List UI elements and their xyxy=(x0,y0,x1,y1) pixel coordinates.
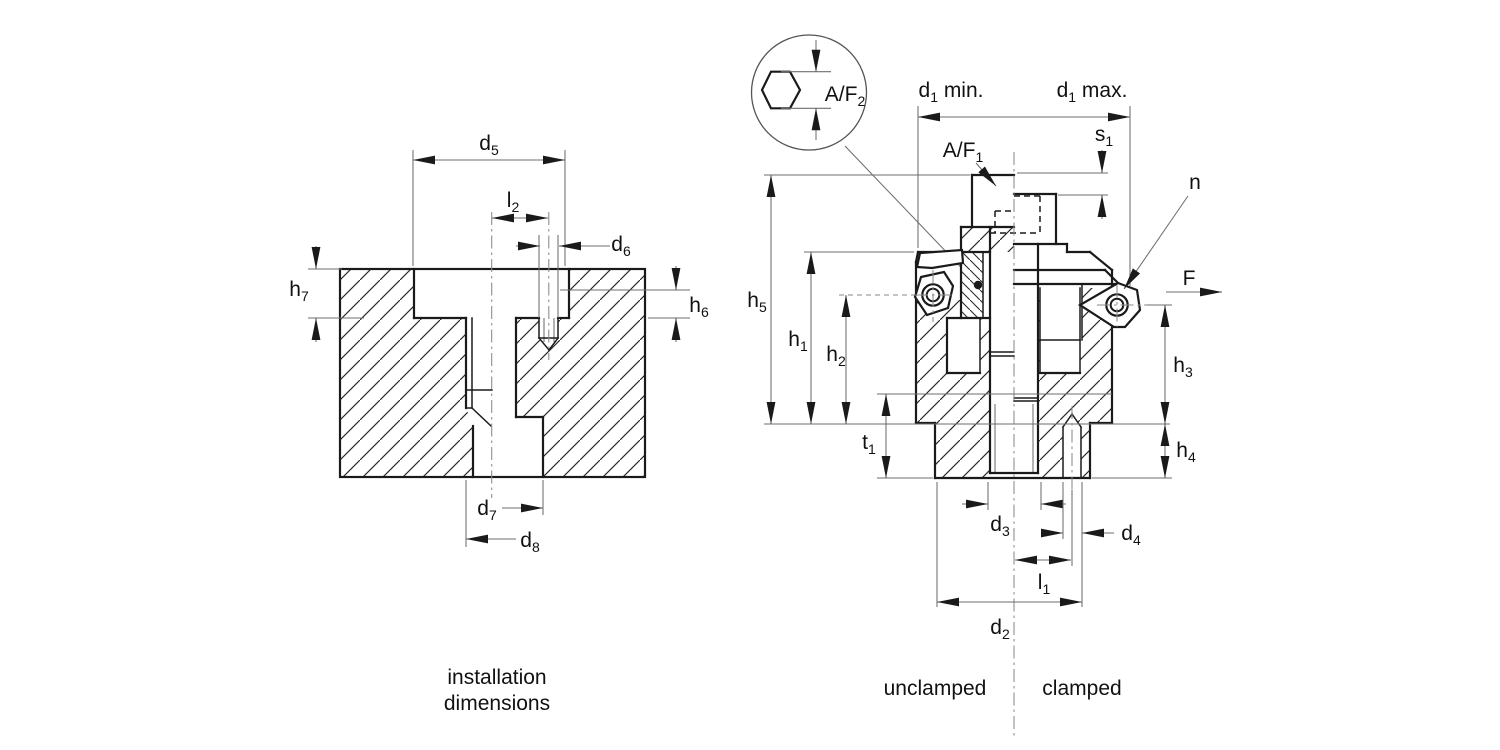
state-label-clamped: clamped xyxy=(1042,677,1121,700)
pocket-unclamped xyxy=(947,318,980,373)
dim-label-l1: l1 xyxy=(1038,571,1051,597)
dim-label-af1: A/F1 xyxy=(943,139,984,165)
dim-label-d1min: d1 min. xyxy=(919,79,984,105)
dim-label-d2: d2 xyxy=(990,616,1010,642)
detail-circle-af2: A/F2 xyxy=(750,34,976,283)
figure-installation-dimensions: d5 l2 d6 h7 h6 d7 xyxy=(289,132,709,715)
dim-label-h7: h7 xyxy=(289,278,309,304)
dim-label-d3: d3 xyxy=(990,513,1010,539)
caption-installation-line2: dimensions xyxy=(444,692,550,715)
clamp-lobe-clamped xyxy=(1077,281,1147,329)
detail-circle-outline xyxy=(750,34,868,151)
dim-label-t1: t1 xyxy=(862,431,876,457)
dimensions-right-figure: d1 min. d1 max. s1 A/F1 h5 h1 h2 xyxy=(747,79,1222,642)
dim-label-s1: s1 xyxy=(1095,123,1114,149)
collar-hatch xyxy=(961,227,1014,252)
dim-label-h4: h4 xyxy=(1176,439,1196,465)
hex-sleeve-hatch xyxy=(961,252,983,318)
dim-label-d4: d4 xyxy=(1121,522,1141,548)
dim-label-h3: h3 xyxy=(1173,354,1193,380)
dim-label-F: F xyxy=(1183,267,1196,290)
pocket-clamped xyxy=(1040,340,1080,373)
clamp-lobe-unclamped xyxy=(913,248,965,322)
dim-label-l2: l2 xyxy=(507,189,520,215)
state-label-unclamped: unclamped xyxy=(884,677,987,700)
dimensions-left-figure: d5 l2 d6 h7 h6 d7 xyxy=(289,132,709,555)
caption-installation-line1: installation xyxy=(447,666,546,689)
hexagon-across-flats xyxy=(760,70,802,110)
dim-label-d1max: d1 max. xyxy=(1057,79,1128,105)
dim-label-d5: d5 xyxy=(479,132,499,158)
block-outlines xyxy=(338,267,647,479)
dim-label-d8: d8 xyxy=(520,529,540,555)
figure-clamping-element: d1 min. d1 max. s1 A/F1 h5 h1 h2 xyxy=(747,79,1222,736)
dim-label-h6: h6 xyxy=(689,294,709,320)
center-bore xyxy=(466,318,543,477)
dim-label-n: n xyxy=(1189,171,1201,194)
dim-label-d7: d7 xyxy=(477,497,497,523)
dim-label-h5: h5 xyxy=(747,289,767,315)
dim-label-d6: d6 xyxy=(611,233,631,259)
dim-label-af2: A/F2 xyxy=(825,83,866,109)
bottom-drill-hole xyxy=(1063,414,1081,478)
dim-label-h2: h2 xyxy=(826,343,846,369)
dim-label-h1: h1 xyxy=(788,328,808,354)
leader-end-dot xyxy=(973,280,983,290)
